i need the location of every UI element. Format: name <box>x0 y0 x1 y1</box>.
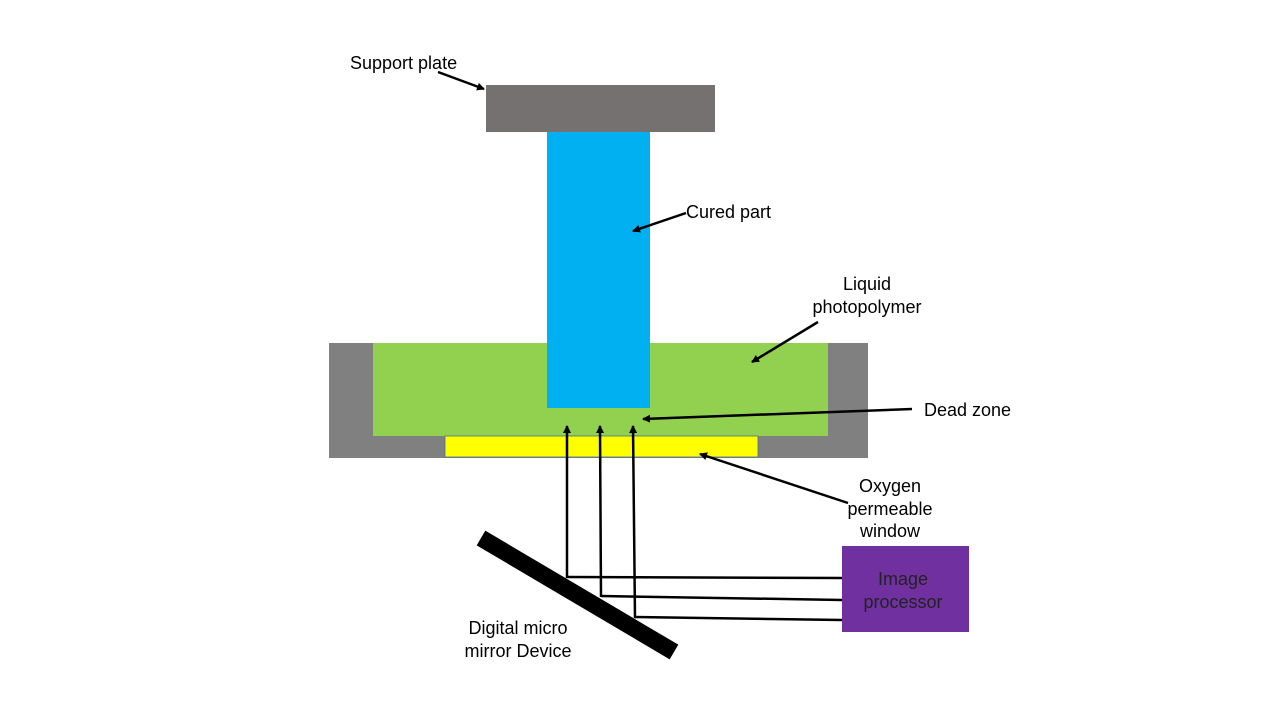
light-path-horizontal-1 <box>566 575 843 580</box>
cured-part <box>547 132 650 408</box>
oxygen-window-label-line2: permeable <box>847 499 932 519</box>
dead-zone-arrow <box>642 407 913 423</box>
dmd-label-line1: Digital micro <box>468 618 567 638</box>
support-plate-label: Support plate <box>350 53 457 73</box>
image-processor-label-line1: Image <box>878 569 928 589</box>
light-path-vertical-3 <box>629 425 638 619</box>
oxygen-permeable-window <box>444 435 759 458</box>
support-plate-arrow <box>437 70 485 91</box>
light-path-horizontal-3 <box>634 615 843 622</box>
oxygen-window-arrow <box>699 452 849 505</box>
oxygen-window-label-line3: window <box>859 521 921 541</box>
support-plate <box>486 85 715 132</box>
dmd-label-line2: mirror Device <box>464 641 571 661</box>
digital-micro-mirror-device <box>476 530 679 660</box>
image-processor <box>842 546 969 632</box>
cured-part-label: Cured part <box>686 202 771 222</box>
oxygen-window-label-line1: Oxygen <box>859 476 921 496</box>
dead-zone-label: Dead zone <box>924 400 1011 420</box>
liquid-photopolymer-label-line2: photopolymer <box>812 297 921 317</box>
image-processor-label-line2: processor <box>863 592 942 612</box>
light-path-horizontal-2 <box>600 594 843 602</box>
liquid-photopolymer-arrow <box>751 320 819 364</box>
light-path-vertical-2 <box>596 425 605 598</box>
liquid-photopolymer-label-line1: Liquid <box>843 274 891 294</box>
cured-part-arrow <box>632 211 687 233</box>
